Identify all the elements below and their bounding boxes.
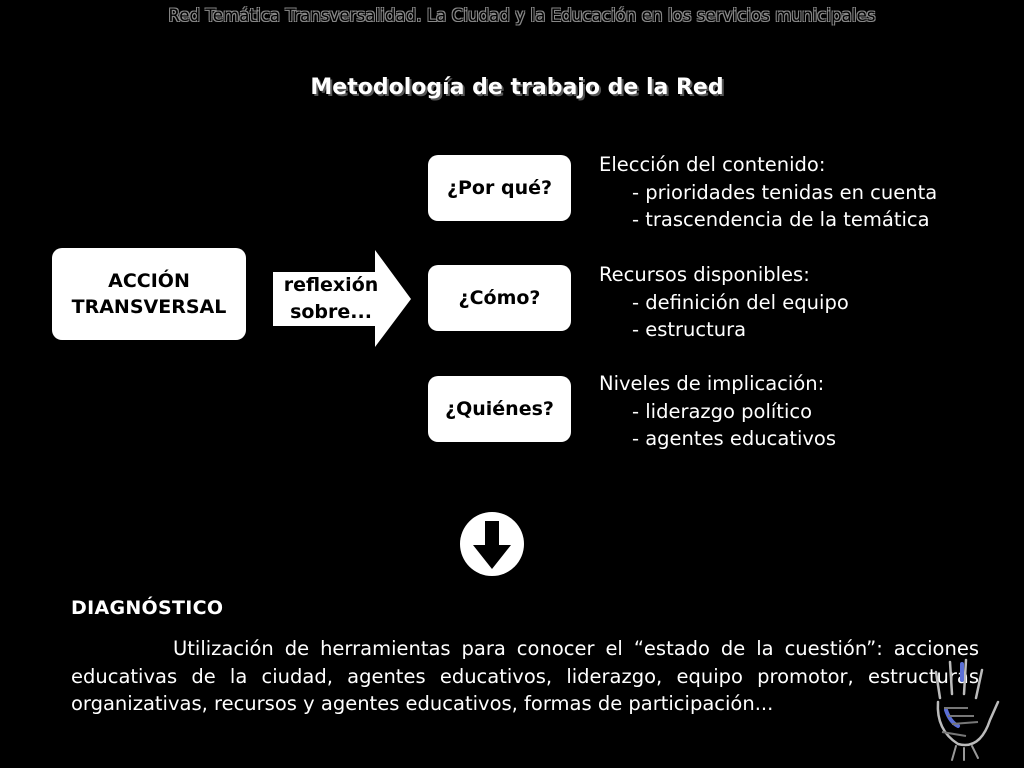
group-item: - definición del equipo bbox=[632, 290, 849, 314]
accion-transversal-box: ACCIÓN TRANSVERSAL bbox=[52, 248, 246, 340]
arrow-label-line-2: sobre... bbox=[290, 301, 372, 323]
group-recursos-disponibles: Recursos disponibles: - definición del e… bbox=[599, 261, 849, 344]
diagnostico-heading: DIAGNÓSTICO bbox=[71, 597, 224, 619]
group-item: - agentes educativos bbox=[632, 427, 837, 450]
group-niveles-implicacion: Niveles de implicación: - liderazgo polí… bbox=[599, 370, 836, 453]
diagnostico-paragraph: Utilización de herramientas para conocer… bbox=[71, 637, 979, 715]
group-item: - prioridades tenidas en cuenta bbox=[632, 180, 938, 204]
group-item: - estructura bbox=[632, 318, 747, 341]
accion-line-1: ACCIÓN bbox=[108, 270, 190, 292]
slide-header: Red Temática Transversalidad. La Ciudad … bbox=[168, 6, 876, 25]
accion-line-2: TRANSVERSAL bbox=[71, 296, 227, 318]
reflexion-arrow-icon bbox=[273, 250, 411, 347]
arrow-label-line-1: reflexión bbox=[283, 274, 379, 296]
arrow-down-circle-icon bbox=[460, 512, 524, 576]
slide-title: Metodología de trabajo de la Red bbox=[310, 75, 724, 100]
group-eleccion-contenido: Elección del contenido: - prioridades te… bbox=[599, 151, 937, 234]
question-box-quienes: ¿Quiénes? bbox=[428, 376, 571, 442]
group-heading: Recursos disponibles: bbox=[599, 263, 810, 286]
group-heading: Elección del contenido: bbox=[599, 153, 826, 176]
group-heading: Niveles de implicación: bbox=[599, 372, 825, 395]
question-box-por-que: ¿Por qué? bbox=[428, 155, 571, 221]
hand-logo-icon bbox=[934, 658, 1000, 761]
group-item: - liderazgo político bbox=[632, 399, 813, 423]
question-box-como: ¿Cómo? bbox=[428, 265, 571, 331]
group-item: - trascendencia de la temática bbox=[632, 208, 930, 231]
arrow-label: reflexión sobre... bbox=[273, 272, 389, 326]
